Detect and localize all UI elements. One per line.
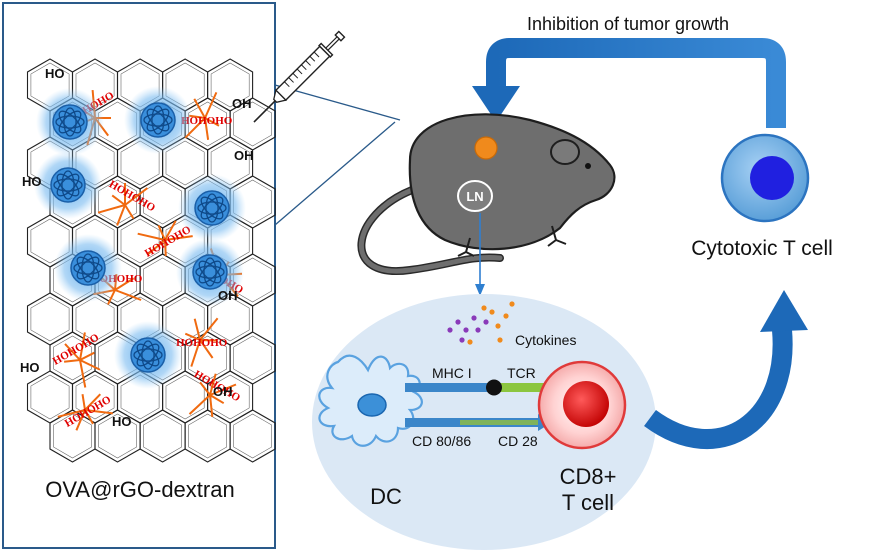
lymph-node [457, 180, 493, 212]
antigen-dot [486, 379, 502, 396]
svg-text:HO: HO [20, 360, 40, 375]
curved-arrow-bottom [644, 290, 808, 449]
ln-arrow-head [475, 284, 485, 296]
mouse-icon: LN [357, 113, 616, 276]
cd8-label-line1: CD8+ [560, 464, 617, 489]
svg-text:HO: HO [45, 66, 65, 81]
svg-text:OH: OH [232, 96, 252, 111]
svg-text:OH: OH [218, 288, 238, 303]
cd28-label: CD 28 [498, 433, 538, 449]
cd80-label: CD 80/86 [412, 433, 471, 449]
mhc-label: MHC I [432, 365, 472, 381]
cd28-bar [460, 420, 545, 425]
zoom-line-bottom [274, 121, 396, 226]
cytokine-dots [447, 301, 515, 345]
svg-text:HO: HO [112, 414, 132, 429]
ln-label: LN [466, 189, 483, 204]
hydroxyl-labels: HO OH HO OH OH HO OH HO [20, 66, 254, 429]
cytotoxic-label: Cytotoxic T cell [691, 237, 833, 260]
syringe-icon [253, 30, 346, 123]
dc-label: DC [370, 484, 402, 509]
cytokines-label: Cytokines [515, 332, 576, 348]
arrow-top-label: Inhibition of tumor growth [527, 14, 729, 34]
ova-protein-blobs [34, 86, 246, 389]
tumor-dot [474, 136, 498, 160]
mhc-bar [405, 383, 495, 392]
tcr-label: TCR [507, 365, 536, 381]
feedback-arrow-top [472, 38, 786, 128]
cd8-label-line2: T cell [562, 490, 614, 515]
cd8-t-cell-icon [537, 360, 627, 450]
svg-text:OH: OH [234, 148, 254, 163]
svg-text:OH: OH [213, 384, 233, 399]
tcr-bar [495, 383, 553, 392]
material-caption: OVA@rGO-dextran [45, 477, 234, 502]
dendritic-cell-icon [318, 354, 423, 447]
svg-text:HOHOHO: HOHOHO [181, 115, 233, 127]
svg-text:HO: HO [22, 174, 42, 189]
svg-text:HOHOHO: HOHOHO [176, 337, 228, 349]
cytotoxic-t-cell-icon [720, 133, 810, 223]
